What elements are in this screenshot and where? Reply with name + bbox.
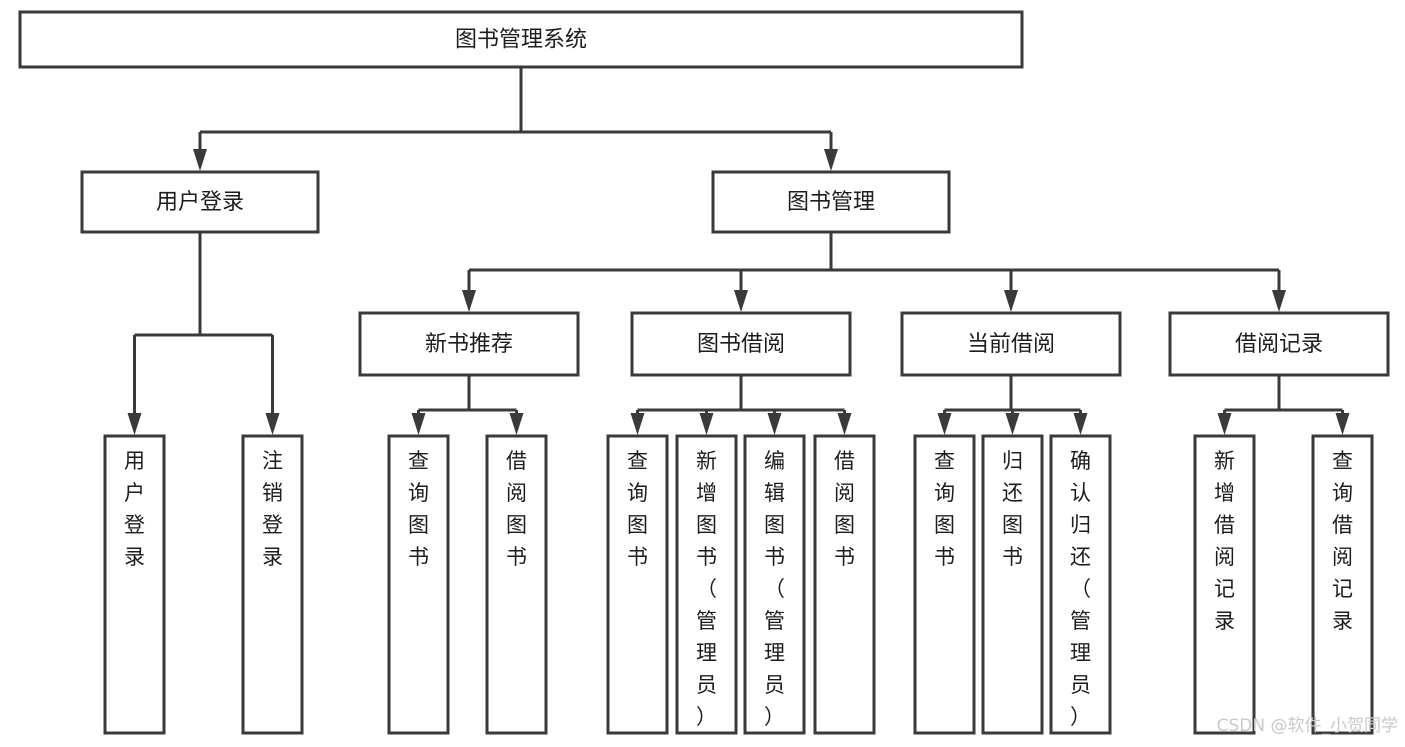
node-leaf-confirm-return-admin[interactable]: 确认归还（管理员） <box>1049 434 1112 735</box>
node-leaf-edit-book-admin[interactable]: 编辑图书（管理员） <box>743 434 806 735</box>
node-leaf-add-book-admin[interactable]: 新增图书（管理员） <box>675 434 738 735</box>
node-borrow-record[interactable]: 借阅记录 <box>1168 311 1390 377</box>
node-leaf-borrow-book[interactable]: 借阅图书 <box>813 434 876 735</box>
node-box-leaf-add-borrow-record[interactable] <box>1193 434 1256 735</box>
csdn-watermark: CSDN @软件_小贺同学 <box>1217 716 1398 736</box>
node-new-book-recommend[interactable]: 新书推荐 <box>358 311 580 377</box>
node-label-leaf-query-book-recommend: 查询图书 <box>408 449 429 569</box>
node-box-user-login[interactable] <box>80 170 320 234</box>
arrow-icon-leaf-add-borrow-record <box>1217 413 1232 435</box>
arrow-icon-leaf-query-book-current <box>937 413 952 435</box>
arrow-icon-leaf-return-book <box>1005 413 1020 435</box>
arrow-icon-leaf-borrow-book <box>837 413 852 435</box>
node-label-user-login: 用户登录 <box>156 190 244 215</box>
node-box-leaf-query-book-current[interactable] <box>913 434 976 735</box>
node-leaf-add-borrow-record[interactable]: 新增借阅记录 <box>1193 434 1256 735</box>
node-box-leaf-logout[interactable] <box>241 434 304 735</box>
node-label-new-book-recommend: 新书推荐 <box>425 332 513 357</box>
node-label-leaf-borrow-book: 借阅图书 <box>834 449 855 569</box>
node-box-new-book-recommend[interactable] <box>358 311 580 377</box>
node-leaf-query-book-current[interactable]: 查询图书 <box>913 434 976 735</box>
node-box-leaf-return-book[interactable] <box>981 434 1044 735</box>
node-box-borrow-record[interactable] <box>1168 311 1390 377</box>
node-box-leaf-user-login[interactable] <box>103 434 166 735</box>
node-layer: 图书管理系统用户登录图书管理新书推荐图书借阅当前借阅借阅记录用户登录注销登录查询… <box>18 10 1390 735</box>
arrow-icon-borrow-record <box>1272 290 1286 312</box>
node-leaf-query-borrow-record[interactable]: 查询借阅记录 <box>1311 434 1374 735</box>
arrow-icon-leaf-user-login <box>127 413 142 435</box>
node-user-login[interactable]: 用户登录 <box>80 170 320 234</box>
arrow-icon-current-borrow <box>1004 290 1018 312</box>
node-box-leaf-query-book-borrow[interactable] <box>606 434 669 735</box>
node-root[interactable]: 图书管理系统 <box>18 10 1024 69</box>
arrow-icon-leaf-query-book-borrow <box>630 413 645 435</box>
arrow-icon-leaf-add-book-admin <box>699 413 714 435</box>
node-box-root[interactable] <box>18 10 1024 69</box>
node-label-leaf-query-book-borrow: 查询图书 <box>627 449 648 569</box>
arrow-icon-user-login <box>193 149 207 171</box>
node-leaf-query-book-borrow[interactable]: 查询图书 <box>606 434 669 735</box>
node-leaf-logout[interactable]: 注销登录 <box>241 434 304 735</box>
node-label-leaf-logout: 注销登录 <box>262 449 283 569</box>
node-label-leaf-user-login: 用户登录 <box>124 449 145 569</box>
node-label-borrow-record: 借阅记录 <box>1235 332 1323 357</box>
node-label-current-borrow: 当前借阅 <box>967 332 1055 357</box>
node-label-leaf-return-book: 归还图书 <box>1002 449 1023 569</box>
arrow-icon-new-book-recommend <box>462 290 476 312</box>
node-box-book-management[interactable] <box>711 170 951 234</box>
node-box-book-borrow[interactable] <box>630 311 852 377</box>
node-book-management[interactable]: 图书管理 <box>711 170 951 234</box>
node-book-borrow[interactable]: 图书借阅 <box>630 311 852 377</box>
node-label-book-borrow: 图书借阅 <box>697 332 785 357</box>
node-label-leaf-edit-book-admin: 编辑图书（管理员） <box>764 449 785 729</box>
node-label-root: 图书管理系统 <box>455 28 587 53</box>
node-label-leaf-borrow-book-recommend: 借阅图书 <box>506 449 527 569</box>
node-label-leaf-query-book-current: 查询图书 <box>934 449 955 569</box>
node-box-leaf-query-book-recommend[interactable] <box>387 434 450 735</box>
node-label-book-management: 图书管理 <box>787 190 875 215</box>
node-box-leaf-edit-book-admin[interactable] <box>743 434 806 735</box>
arrow-icon-leaf-logout <box>265 413 280 435</box>
arrow-icon-leaf-edit-book-admin <box>767 413 782 435</box>
node-current-borrow[interactable]: 当前借阅 <box>900 311 1122 377</box>
node-label-leaf-query-borrow-record: 查询借阅记录 <box>1332 449 1353 633</box>
node-leaf-borrow-book-recommend[interactable]: 借阅图书 <box>485 434 548 735</box>
node-box-leaf-borrow-book[interactable] <box>813 434 876 735</box>
node-box-current-borrow[interactable] <box>900 311 1122 377</box>
arrow-icon-book-management <box>824 149 838 171</box>
arrow-icon-leaf-confirm-return-admin <box>1073 413 1088 435</box>
arrow-icon-book-borrow <box>734 290 748 312</box>
arrow-icon-leaf-query-book-recommend <box>411 413 426 435</box>
node-box-leaf-query-borrow-record[interactable] <box>1311 434 1374 735</box>
connector-layer <box>127 67 1350 435</box>
arrow-icon-leaf-borrow-book-recommend <box>509 413 524 435</box>
node-leaf-return-book[interactable]: 归还图书 <box>981 434 1044 735</box>
node-box-leaf-confirm-return-admin[interactable] <box>1049 434 1112 735</box>
node-box-leaf-borrow-book-recommend[interactable] <box>485 434 548 735</box>
node-label-leaf-confirm-return-admin: 确认归还（管理员） <box>1070 449 1091 729</box>
node-label-leaf-add-book-admin: 新增图书（管理员） <box>696 449 717 729</box>
node-leaf-query-book-recommend[interactable]: 查询图书 <box>387 434 450 735</box>
node-box-leaf-add-book-admin[interactable] <box>675 434 738 735</box>
node-leaf-user-login[interactable]: 用户登录 <box>103 434 166 735</box>
arrow-icon-leaf-query-borrow-record <box>1335 413 1350 435</box>
node-label-leaf-add-borrow-record: 新增借阅记录 <box>1214 449 1235 633</box>
